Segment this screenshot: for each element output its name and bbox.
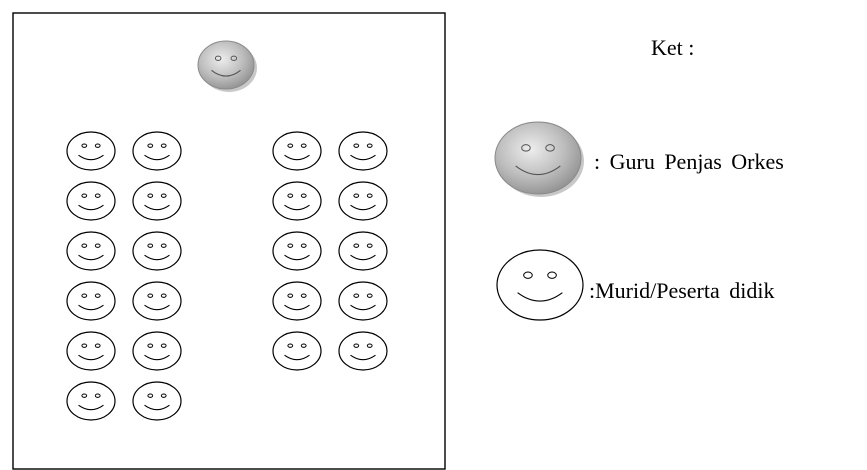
student-left-icon bbox=[66, 231, 116, 271]
student-right-icon bbox=[272, 231, 322, 271]
student-left-icon bbox=[132, 381, 182, 421]
teacher-icon bbox=[197, 40, 257, 92]
student-right-icon bbox=[338, 131, 388, 171]
student-right-icon bbox=[338, 181, 388, 221]
student-right-icon bbox=[272, 331, 322, 371]
legend-student-label: :Murid/Peserta didik bbox=[589, 278, 775, 303]
student-right-icon bbox=[338, 281, 388, 321]
student-left-icon bbox=[132, 131, 182, 171]
student-right-icon bbox=[272, 281, 322, 321]
student-left-icon bbox=[132, 281, 182, 321]
student-left-icon bbox=[66, 131, 116, 171]
student-left-icon bbox=[66, 281, 116, 321]
student-left-icon bbox=[132, 231, 182, 271]
student-left-icon bbox=[66, 331, 116, 371]
legend-teacher-label: : Guru Penjas Orkes bbox=[594, 149, 784, 174]
student-right-icon bbox=[272, 181, 322, 221]
student-right-icon bbox=[338, 331, 388, 371]
student-left-icon bbox=[132, 331, 182, 371]
student-left-icon bbox=[66, 381, 116, 421]
student-left-icon bbox=[66, 181, 116, 221]
student-right-icon bbox=[338, 231, 388, 271]
field-boundary bbox=[12, 12, 446, 470]
student-right-icon bbox=[272, 131, 322, 171]
legend-student-icon bbox=[496, 249, 584, 321]
legend-teacher-icon bbox=[494, 121, 584, 197]
student-left-icon bbox=[132, 181, 182, 221]
legend-title: Ket : bbox=[651, 35, 695, 60]
